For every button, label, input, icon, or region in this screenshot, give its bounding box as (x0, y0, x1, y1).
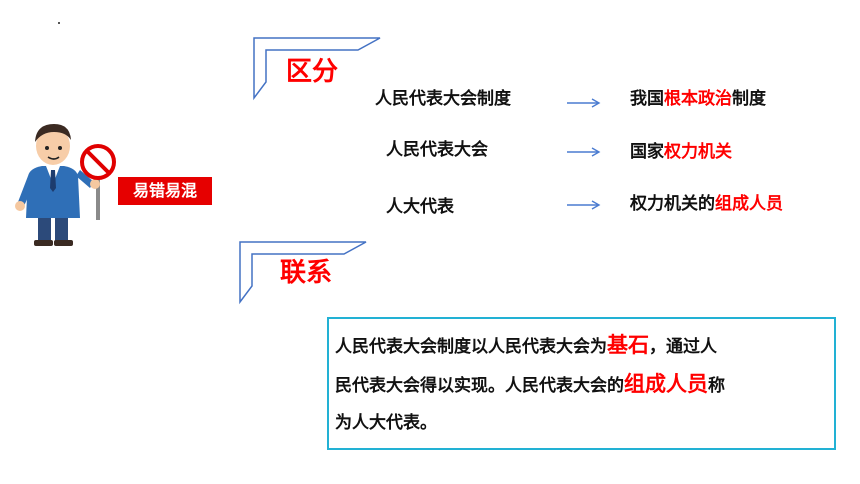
row-3-term: 人大代表 (386, 197, 454, 217)
note-line-1: 人民代表大会制度以人民代表大会为基石，通过人 (335, 333, 717, 357)
row-3-meaning: 权力机关的组成人员 (630, 194, 783, 214)
distinguish-title: 区分 (286, 57, 339, 87)
note-line-3: 为人大代表。 (335, 413, 437, 433)
row-1-meaning: 我国根本政治制度 (630, 89, 766, 109)
man-with-sign-illustration (15, 124, 116, 246)
decorative-dot (58, 22, 60, 24)
connect-frame-decoration (239, 241, 367, 305)
arrow-right-icon (567, 147, 601, 157)
row-2-term: 人民代表大会 (386, 140, 488, 160)
note-line-2: 民代表大会得以实现。人民代表大会的组成人员称 (335, 372, 725, 396)
row-2-meaning: 国家权力机关 (630, 142, 732, 162)
arrow-right-icon (567, 98, 601, 108)
distinguish-frame-decoration (253, 37, 381, 101)
no-entry-sign-icon (80, 144, 116, 180)
row-1-term: 人民代表大会制度 (375, 89, 511, 109)
relationship-note-box: 人民代表大会制度以人民代表大会为基石，通过人 民代表大会得以实现。人民代表大会的… (327, 317, 836, 450)
connect-title: 联系 (280, 258, 333, 288)
error-prone-badge: 易错易混 (118, 177, 212, 205)
arrow-right-icon (567, 200, 601, 210)
